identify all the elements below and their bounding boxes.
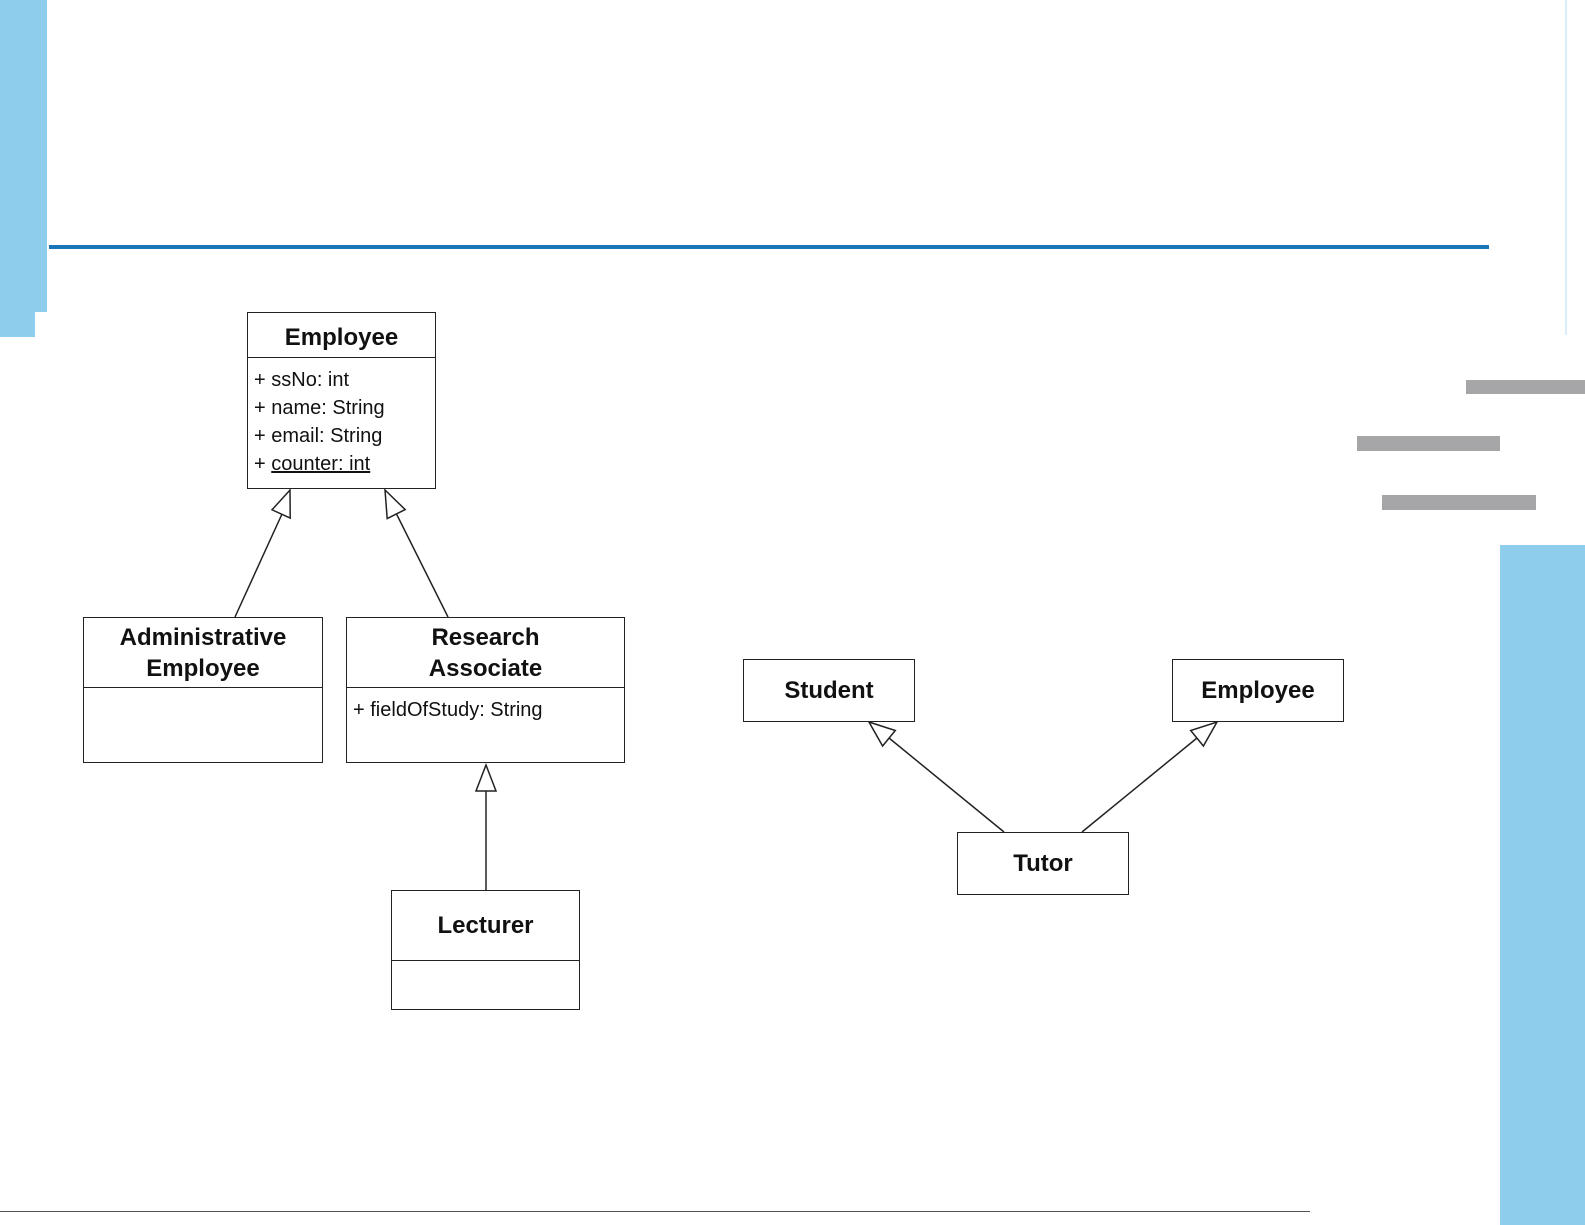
class-employee: Employee + ssNo: int + name: String + em…	[247, 312, 436, 489]
arrowhead-admin-to-employee	[272, 490, 290, 518]
class-tutor: Tutor	[957, 832, 1129, 895]
arrow-research-to-employee	[396, 513, 448, 617]
class-administrative-employee: Administrative Employee	[83, 617, 323, 763]
attribute-static: + counter: int	[254, 450, 435, 478]
class-name: Tutor	[1013, 848, 1073, 879]
attribute: + ssNo: int	[254, 366, 435, 394]
attribute-list: + fieldOfStudy: String	[347, 688, 624, 724]
class-name: Lecturer	[437, 910, 533, 941]
class-name-line2: Associate	[429, 653, 542, 684]
arrow-tutor-to-employee	[1082, 738, 1197, 832]
arrow-admin-to-employee	[235, 514, 282, 617]
class-name-line1: Research	[431, 622, 539, 653]
class-student: Student	[743, 659, 915, 722]
class-employee-right: Employee	[1172, 659, 1344, 722]
arrowhead-lecturer-to-research	[476, 765, 496, 791]
attribute: + email: String	[254, 422, 435, 450]
class-lecturer: Lecturer	[391, 890, 580, 1010]
class-name: Student	[784, 675, 873, 706]
class-name: Employee	[285, 322, 398, 353]
attribute-list: + ssNo: int + name: String + email: Stri…	[248, 358, 435, 478]
class-name: Employee	[1201, 675, 1314, 706]
class-research-associate: Research Associate + fieldOfStudy: Strin…	[346, 617, 625, 763]
arrowhead-tutor-to-student	[869, 722, 895, 746]
arrow-tutor-to-student	[889, 738, 1004, 832]
attribute: + name: String	[254, 394, 435, 422]
arrowhead-research-to-employee	[385, 490, 405, 519]
attribute: + fieldOfStudy: String	[353, 696, 624, 724]
class-name-line1: Administrative	[120, 622, 287, 653]
arrowhead-tutor-to-employee	[1191, 722, 1217, 746]
class-name-line2: Employee	[146, 653, 259, 684]
